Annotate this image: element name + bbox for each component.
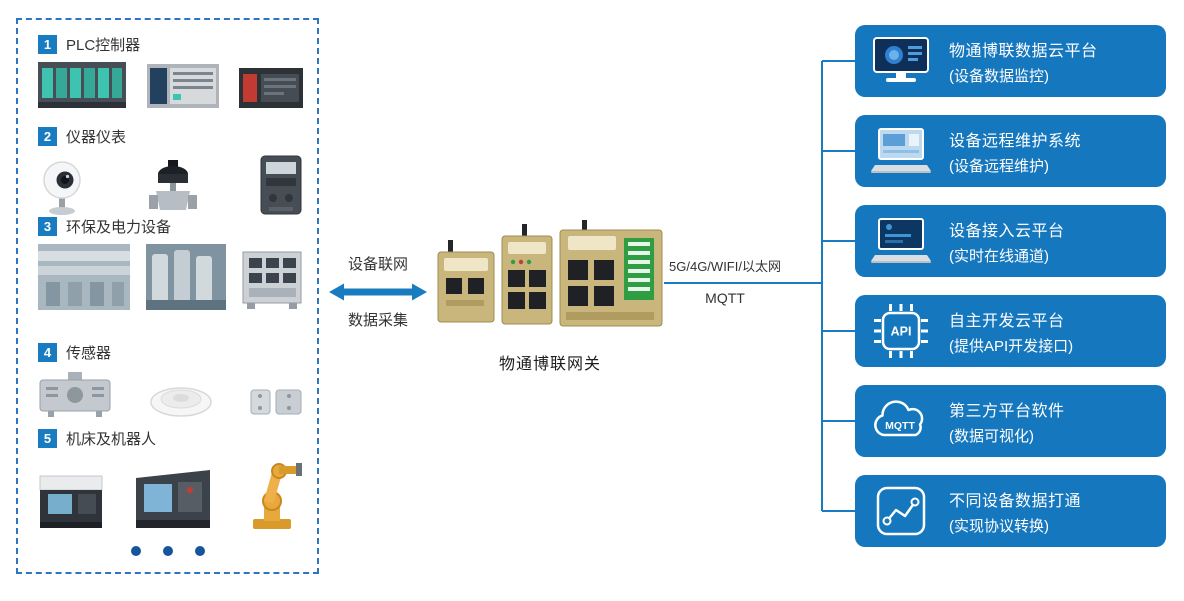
- platform-box-api: API 自主开发云平台 (提供API开发接口): [855, 295, 1166, 367]
- plant-tanks-image: [145, 244, 226, 310]
- category-images: [38, 456, 303, 530]
- gateway-devices-image: [436, 220, 666, 347]
- platform-box-protocol-conversion: 不同设备数据打通 (实现协议转换): [855, 475, 1166, 547]
- sensor-box-image: [39, 372, 111, 417]
- platform-box-text: 物通博联数据云平台 (设备数据监控): [949, 37, 1098, 86]
- api-icon-label: API: [891, 325, 912, 339]
- platform-title: 不同设备数据打通: [949, 492, 1082, 510]
- machining-center-image: [135, 470, 210, 528]
- gateway-label: 物通博联网关: [498, 356, 601, 373]
- camera-image: [43, 161, 81, 215]
- category-environment-power: 3 环保及电力设备: [38, 216, 303, 310]
- plc-controller-image: [239, 68, 303, 108]
- category-number-badge: 5: [38, 429, 57, 448]
- power-cabinet-image: [242, 251, 302, 309]
- platform-subtitle: (实现协议转换): [949, 517, 1049, 535]
- water-treatment-image: [38, 244, 130, 310]
- category-plc: 1 PLC控制器: [38, 34, 303, 108]
- platform-title: 物通博联数据云平台: [949, 42, 1098, 60]
- category-images: [38, 370, 303, 418]
- platform-box-third-party: MQTT 第三方平台软件 (数据可视化): [855, 385, 1166, 457]
- category-header: 5 机床及机器人: [38, 428, 303, 449]
- category-images: [38, 154, 303, 216]
- platform-subtitle: (设备数据监控): [949, 67, 1049, 85]
- platform-subtitle: (数据可视化): [949, 427, 1034, 445]
- category-label: 机床及机器人: [66, 431, 157, 448]
- platform-box-remote-maintenance: 设备远程维护系统 (设备远程维护): [855, 115, 1166, 187]
- platform-box-text: 不同设备数据打通 (实现协议转换): [949, 487, 1081, 536]
- robot-arm-image: [253, 463, 302, 529]
- device-link-labels: 设备联网 数据采集: [326, 253, 430, 330]
- platform-box-text: 自主开发云平台 (提供API开发接口): [949, 307, 1073, 356]
- category-images: [38, 244, 303, 310]
- ellipsis-dots: [18, 546, 317, 556]
- mqtt-icon-label: MQTT: [885, 420, 915, 432]
- protocol-chart-icon: [869, 481, 933, 541]
- category-number-badge: 1: [38, 35, 57, 54]
- api-chip-icon: API: [869, 301, 933, 361]
- category-instruments: 2 仪器仪表: [38, 126, 303, 216]
- category-number-badge: 4: [38, 343, 57, 362]
- cnc-machine-image: [39, 475, 103, 528]
- valve-image: [148, 160, 197, 210]
- network-protocols-label: 5G/4G/WIFI/以太网: [667, 256, 783, 275]
- platform-subtitle: (提供API开发接口): [949, 337, 1074, 355]
- category-number-badge: 2: [38, 127, 57, 146]
- link-top-label: 设备联网: [347, 256, 408, 273]
- platform-subtitle: (实时在线通道): [949, 247, 1049, 265]
- link-bottom-label: 数据采集: [347, 312, 408, 329]
- category-label: 环保及电力设备: [66, 219, 172, 236]
- category-header: 3 环保及电力设备: [38, 216, 303, 237]
- plc-rack-image: [38, 62, 126, 108]
- category-label: 仪器仪表: [66, 129, 127, 146]
- platform-box-cloud-data: 物通博联数据云平台 (设备数据监控): [855, 25, 1166, 97]
- category-label: PLC控制器: [66, 37, 141, 54]
- door-sensor-image: [250, 389, 302, 415]
- network-protocol-labels: 5G/4G/WIFI/以太网 MQTT: [658, 256, 792, 308]
- platform-title: 自主开发云平台: [949, 312, 1065, 330]
- category-header: 4 传感器: [38, 342, 303, 363]
- category-images: [38, 62, 303, 108]
- energy-meter-image: [260, 155, 302, 215]
- category-header: 1 PLC控制器: [38, 34, 303, 55]
- monitor-dashboard-icon: [869, 31, 933, 91]
- platform-box-text: 设备接入云平台 (实时在线通道): [949, 217, 1065, 266]
- device-categories-panel: 1 PLC控制器: [16, 18, 319, 574]
- smoke-detector-image: [149, 387, 212, 417]
- laptop-cloud-icon: [869, 211, 933, 271]
- platform-box-text: 第三方平台软件 (数据可视化): [949, 397, 1065, 446]
- mqtt-label: MQTT: [701, 290, 749, 306]
- category-header: 2 仪器仪表: [38, 126, 303, 147]
- mqtt-cloud-icon: MQTT: [869, 391, 933, 451]
- double-arrow-icon: [329, 283, 427, 301]
- category-sensors: 4 传感器: [38, 342, 303, 418]
- platform-box-device-access: 设备接入云平台 (实时在线通道): [855, 205, 1166, 277]
- category-machines-robots: 5 机床及机器人: [38, 428, 303, 530]
- category-label: 传感器: [66, 345, 112, 362]
- platform-title: 设备远程维护系统: [949, 132, 1082, 150]
- platform-box-text: 设备远程维护系统 (设备远程维护): [949, 127, 1081, 176]
- platform-title: 第三方平台软件: [949, 402, 1065, 420]
- plc-module-image: [146, 64, 219, 108]
- platform-title: 设备接入云平台: [949, 222, 1065, 240]
- platform-subtitle: (设备远程维护): [949, 157, 1049, 175]
- laptop-remote-icon: [869, 121, 933, 181]
- category-number-badge: 3: [38, 217, 57, 236]
